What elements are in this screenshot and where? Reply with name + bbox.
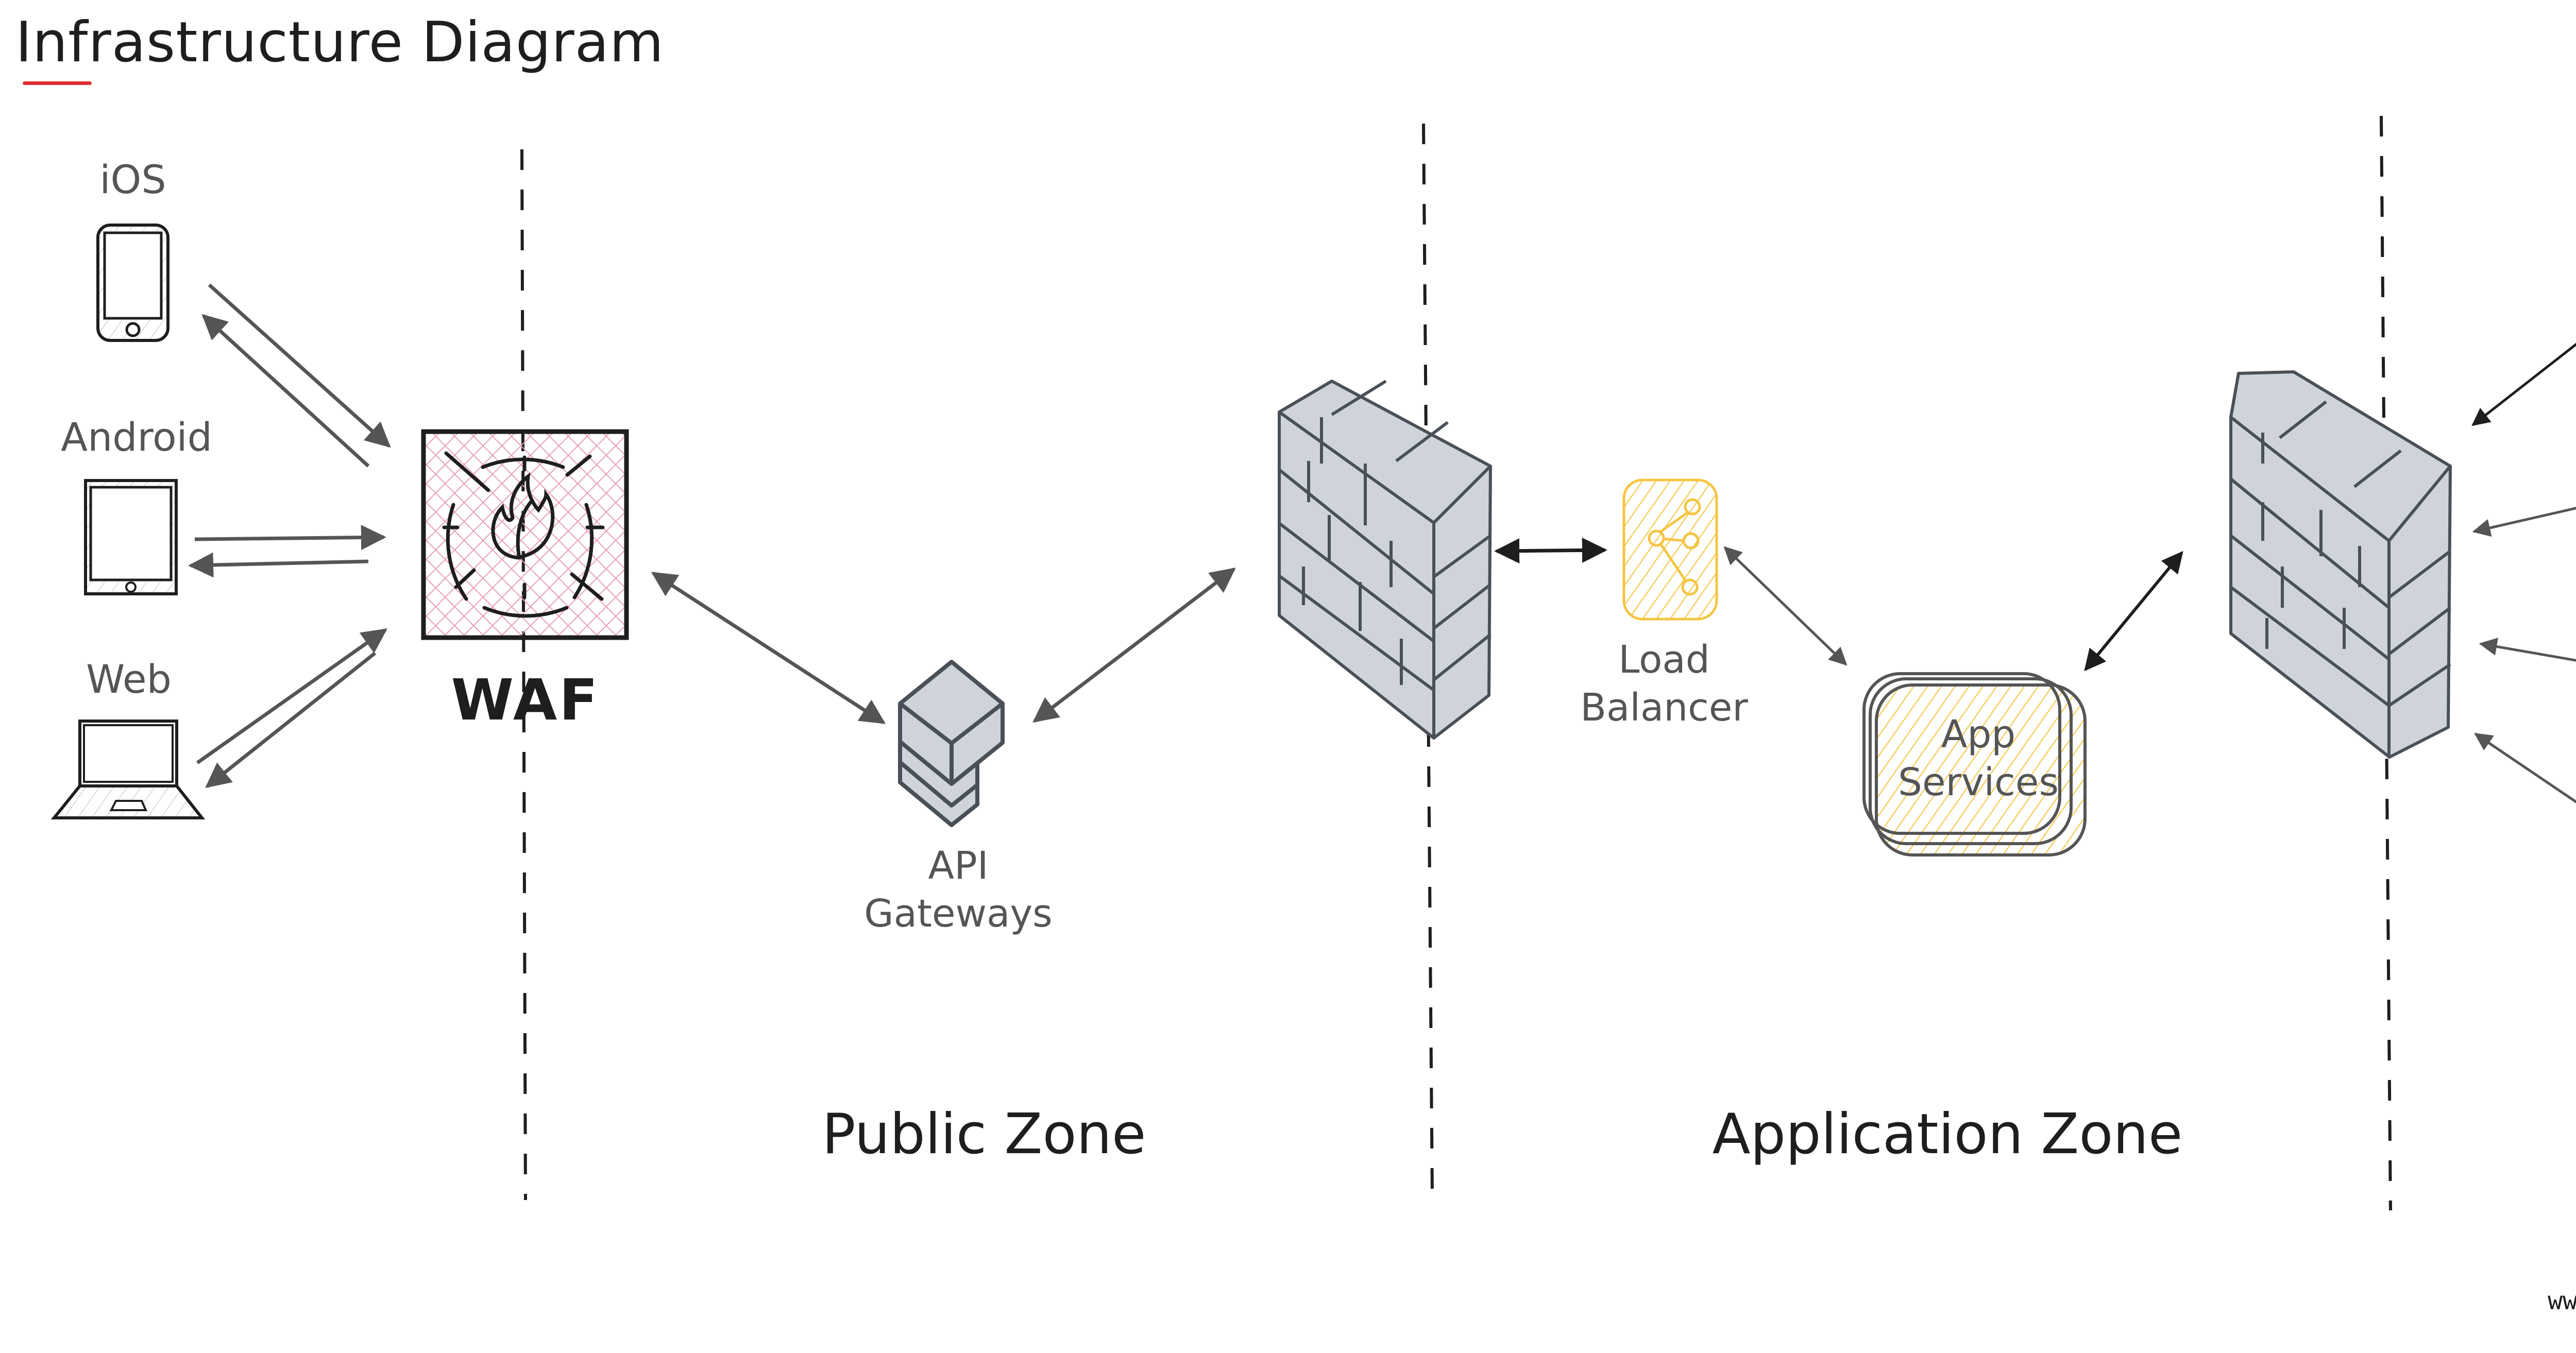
laptop-icon: [50, 720, 206, 819]
firewall-wall-icon: [2229, 370, 2452, 759]
arrows-web-waf: [196, 628, 388, 789]
app-services-label-line1: App: [1941, 712, 2016, 757]
zone-label-application: Application Zone: [1712, 1102, 2183, 1167]
tablet-icon: [84, 479, 178, 595]
arrows-ios-waf: [201, 283, 391, 468]
client-label-android: Android: [61, 414, 212, 460]
zone-label-data: Data Zone: [2524, 1102, 2576, 1167]
arrow-firewall2-core-banking: [2472, 484, 2576, 537]
api-gateways-label: API Gateways: [824, 842, 1092, 937]
api-gateways-label-line1: API: [928, 844, 989, 888]
arrow-api-firewall1: [1032, 568, 1236, 723]
arrow-firewall2-message-broker: [2471, 270, 2576, 426]
load-balancer-label-line1: Load: [1618, 638, 1710, 682]
load-balancer-icon: [1622, 478, 1718, 621]
waf-label: WAF: [451, 667, 600, 733]
firewall-wall-icon: [1278, 380, 1492, 740]
title-underline: [23, 81, 92, 85]
load-balancer-label: Load Balancer: [1540, 636, 1788, 731]
footer-url-link[interactable]: www.justifiedcode.com: [2548, 1287, 2576, 1315]
arrow-app-firewall2: [2084, 551, 2183, 672]
firewall-flame-icon: [442, 451, 605, 618]
arrows-android-waf: [188, 524, 386, 578]
arrow-waf-api: [651, 572, 886, 724]
arrow-firewall2-database: [2479, 638, 2576, 681]
zone-label-public: Public Zone: [822, 1102, 1146, 1167]
app-services-label: App Services: [1875, 711, 2081, 806]
app-services-label-line2: Services: [1897, 760, 2059, 804]
diagram-title: Infrastructure Diagram: [15, 10, 665, 75]
client-label-web: Web: [86, 656, 172, 702]
zone-divider-1: [520, 149, 527, 1201]
arrow-firewall1-lb: [1494, 537, 1607, 564]
arrow-lb-app: [1723, 546, 1848, 666]
phone-icon: [96, 224, 170, 342]
server-stack-icon: [898, 660, 1005, 827]
load-balancer-label-line2: Balancer: [1580, 685, 1748, 730]
arrow-firewall2-cache: [2474, 732, 2576, 859]
client-label-ios: iOS: [99, 157, 166, 202]
api-gateways-label-line2: Gateways: [864, 891, 1053, 936]
app-services-box[interactable]: [1862, 672, 2087, 857]
